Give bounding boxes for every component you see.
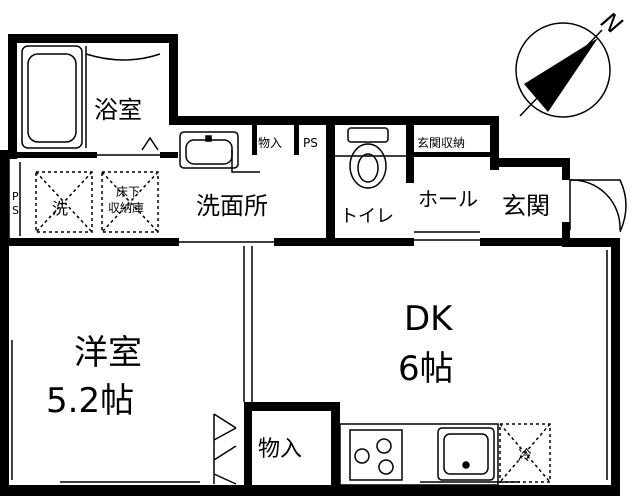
underfloor-storage	[101, 171, 159, 233]
entrance-label: 玄関	[502, 192, 550, 220]
toilet-bowl	[349, 143, 387, 189]
ps-left-label-1: P	[12, 190, 19, 203]
room-labels: 浴室 物入 PS 玄関収納 P S 洗 床下 収納庫 洗面所 トイレ ホール 玄…	[12, 96, 550, 464]
toilet-label: トイレ	[340, 206, 394, 227]
washer-label: 洗	[52, 199, 68, 218]
washroom-label: 洗面所	[196, 192, 268, 220]
ps-left-label-2: S	[12, 204, 19, 217]
fixtures	[21, 45, 551, 486]
dk-label-2: 6帖	[398, 349, 454, 389]
partitions	[3, 154, 616, 483]
bathtub	[21, 45, 83, 149]
walls	[0, 34, 620, 496]
kitchen-sink	[437, 427, 495, 481]
compass-needle	[524, 38, 598, 112]
washer-space	[35, 171, 93, 233]
dk-label-1: DK	[404, 299, 454, 339]
compass-axis	[519, 29, 603, 117]
western-room-label-2: 5.2帖	[46, 381, 134, 421]
western-room-label-1: 洋室	[74, 333, 142, 373]
toilet-tank	[347, 127, 389, 143]
underfloor-label-2: 収納庫	[108, 201, 144, 215]
stove	[349, 429, 403, 481]
compass: N	[515, 7, 627, 118]
doors	[213, 150, 627, 485]
washbasin	[179, 131, 239, 169]
hall-label: ホール	[418, 187, 478, 211]
underfloor-label-1: 床下	[116, 185, 140, 199]
closet-label: 物入	[258, 437, 302, 462]
compass-circle	[515, 22, 611, 118]
ps-top-label: PS	[303, 136, 318, 150]
north-label: N	[596, 7, 627, 40]
fridge-space	[499, 423, 551, 483]
kitchen-counter	[339, 423, 499, 486]
storage-small-label: 物入	[258, 136, 282, 150]
bath-label: 浴室	[94, 96, 142, 124]
entry-storage-label: 玄関収納	[417, 135, 465, 150]
fridge-label: 冷	[518, 448, 532, 464]
